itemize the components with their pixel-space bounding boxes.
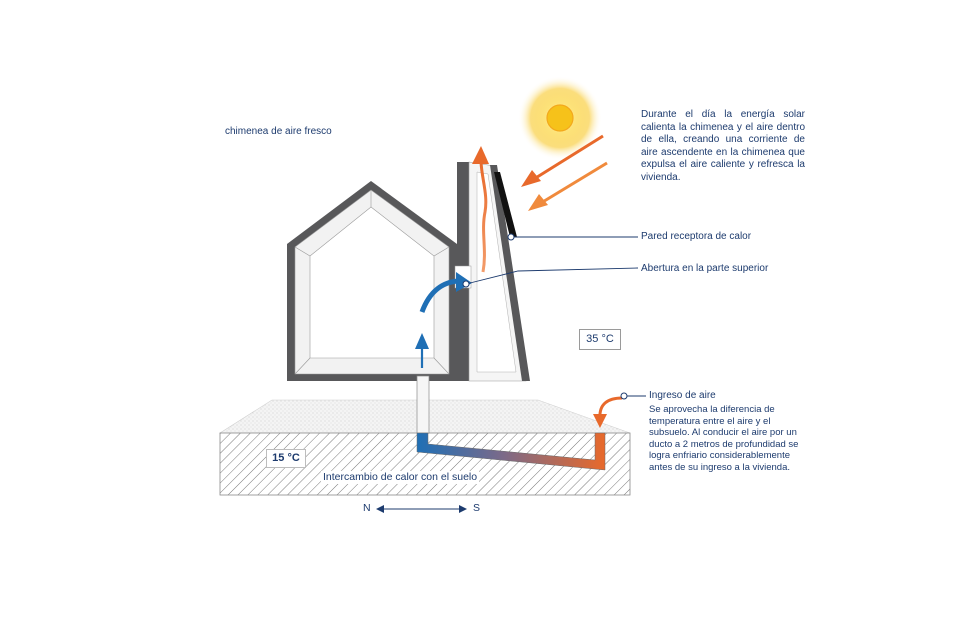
callout-air-inlet-text: Se aprovecha la diferencia de temperatur… (649, 404, 799, 473)
leader-heat-wall-dot (507, 233, 515, 241)
outside-temperature: 35 °C (579, 329, 621, 350)
compass-arrow-icon (376, 505, 467, 513)
chimney-shaft-inner (476, 171, 517, 373)
diagram-title: chimenea de aire fresco (225, 126, 332, 137)
compass-north: N (363, 502, 371, 514)
leader-air-inlet-dot (620, 392, 628, 400)
callout-heat-wall: Pared receptora de calor (641, 231, 752, 242)
chimney-air-arrowhead (472, 146, 489, 164)
sun-ray-2 (540, 161, 608, 205)
callout-air-inlet-title: Ingreso de aire (649, 390, 716, 401)
leader-top-opening-dot (462, 280, 470, 288)
leader-top-opening (465, 267, 639, 285)
ground-temperature: 15 °C (266, 449, 306, 468)
cool-air-up-arrowhead (415, 333, 429, 349)
cool-air-flow-arrow (419, 278, 459, 313)
air-inlet-arrowhead (593, 414, 607, 428)
sun-ray-1 (533, 134, 604, 181)
sun-ray-2-head (528, 194, 548, 211)
house-frame-bevels (294, 190, 450, 375)
intake-pipe (416, 375, 430, 434)
callout-top-opening: Abertura en la parte superior (641, 263, 769, 274)
compass-south: S (473, 502, 481, 514)
chimney-warm-air (479, 161, 488, 273)
underground-duct (416, 432, 606, 471)
sun-ray-1-head (521, 170, 541, 187)
heat-receptor-panel (494, 172, 517, 237)
sun-icon (518, 76, 602, 160)
house-interior (309, 206, 435, 359)
description-text: Durante el día la energía solar calienta… (641, 109, 805, 183)
ground-exchange-label: Intercambio de calor con el suelo (321, 471, 480, 484)
